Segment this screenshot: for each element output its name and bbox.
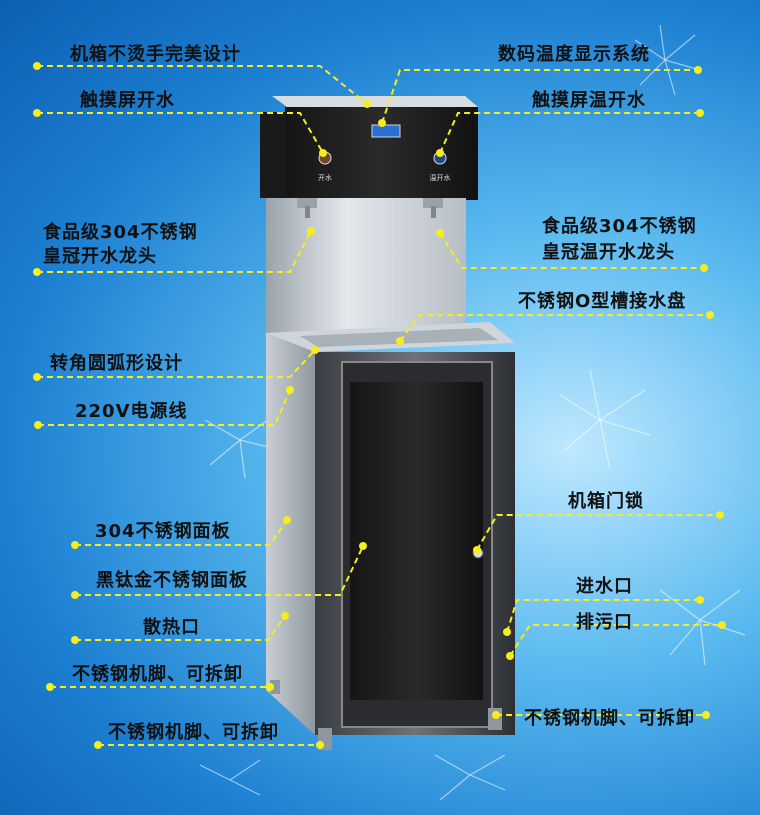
- label-drain: 排污口: [576, 612, 633, 633]
- warm-faucet: [423, 198, 443, 208]
- label-faucet-boil-line2: 皇冠开水龙头: [43, 246, 157, 267]
- boil-faucet: [297, 198, 317, 208]
- top-cap: [272, 96, 478, 107]
- label-panel-black-titanium: 黑钛金不锈钢面板: [96, 570, 248, 591]
- warm-button-label: 温开水: [430, 173, 451, 182]
- black-titanium-panel: [350, 382, 483, 700]
- label-feet-right: 不锈钢机脚、可拆卸: [524, 708, 695, 729]
- control-head-side: [260, 112, 286, 198]
- label-cabinet-lock: 机箱门锁: [568, 491, 644, 512]
- boil-faucet-nozzle: [305, 206, 310, 218]
- label-power-cord: 220V电源线: [75, 401, 188, 422]
- side-panel: [266, 333, 315, 735]
- label-faucet-boil-line1: 食品级304不锈钢: [43, 222, 198, 243]
- label-digital-temp-display: 数码温度显示系统: [498, 44, 650, 65]
- label-panel-304: 304不锈钢面板: [95, 521, 231, 542]
- boil-button-label: 开水: [318, 173, 332, 182]
- label-round-corner: 转角圆弧形设计: [50, 353, 183, 374]
- label-cabinet-no-burn: 机箱不烫手完美设计: [70, 44, 241, 65]
- label-faucet-warm-line2: 皇冠温开水龙头: [542, 242, 675, 263]
- label-faucet-warm-line1: 食品级304不锈钢: [542, 216, 697, 237]
- label-drip-tray: 不锈钢O型槽接水盘: [518, 291, 687, 312]
- foot-back-left: [270, 680, 280, 694]
- back-panel: [266, 198, 466, 333]
- label-touch-warm: 触摸屏温开水: [532, 90, 646, 111]
- label-feet-left-lower: 不锈钢机脚、可拆卸: [108, 722, 279, 743]
- warm-faucet-nozzle: [431, 206, 436, 218]
- digital-display: [371, 124, 401, 138]
- label-vent: 散热口: [143, 617, 200, 638]
- label-water-inlet: 进水口: [576, 576, 633, 597]
- label-touch-boiling: 触摸屏开水: [80, 90, 175, 111]
- label-feet-left-upper: 不锈钢机脚、可拆卸: [72, 664, 243, 685]
